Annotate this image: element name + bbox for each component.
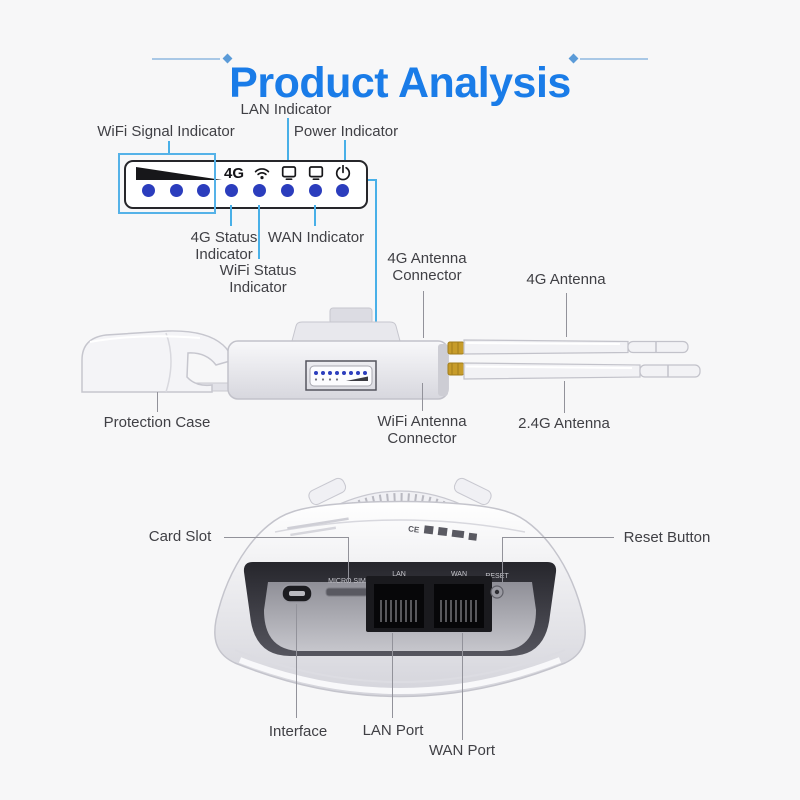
device-top-bracket: [291, 307, 401, 342]
sim-card-slot: [325, 587, 369, 597]
device-body-endcap: [438, 344, 448, 396]
label-wan-indicator: WAN Indicator: [267, 229, 365, 246]
label-line: WiFi Antenna: [377, 413, 467, 430]
engraving-wan: WAN: [451, 571, 467, 578]
usb-interface-port: [281, 584, 313, 603]
wan-port-jack: [434, 584, 484, 628]
callout-line-wifi-status: [258, 205, 260, 259]
panel-4g-text: 4G: [224, 165, 245, 182]
label-lan-port: LAN Port: [362, 722, 424, 739]
label-line: WiFi Status: [219, 262, 297, 279]
callout-line-24g-antenna: [564, 381, 565, 413]
printed-label-lines: [287, 517, 349, 537]
label-interface: Interface: [268, 723, 328, 740]
engraving-lan: LAN: [392, 571, 406, 578]
panel-connector-line-v: [375, 179, 377, 388]
label-wifi-status-indicator: WiFi Status Indicator: [220, 262, 297, 296]
label-4g-status-indicator: 4G Status Indicator: [191, 229, 258, 263]
port-recess: MICRO SIM LAN WAN RESET: [243, 562, 557, 656]
label-line: Connector: [392, 267, 462, 284]
led-dot: [309, 184, 322, 197]
led-dot: [281, 184, 294, 197]
engraving-reset: RESET: [485, 573, 509, 580]
label-protection-case: Protection Case: [103, 414, 211, 431]
label-line: Indicator: [229, 279, 287, 296]
certification-marks: CE: [408, 524, 478, 541]
callout-line-reset-h: [502, 537, 614, 538]
antenna-connector-wifi: [447, 362, 465, 376]
label-4g-antenna: 4G Antenna: [526, 271, 606, 288]
title-ornament-line-left: [152, 58, 220, 60]
mini-led-panel: [305, 360, 377, 391]
label-lan-indicator: LAN Indicator: [240, 101, 332, 118]
wifi-icon: [254, 168, 270, 180]
label-line: 4G Status: [190, 229, 258, 246]
label-wifi-signal-indicator: WiFi Signal Indicator: [97, 123, 235, 140]
callout-line-reset-v: [502, 537, 503, 582]
callout-line-4g-status: [230, 205, 232, 226]
label-line: 4G Antenna: [387, 250, 467, 267]
led-dot: [197, 184, 210, 197]
callout-line-wan-port: [462, 633, 463, 740]
label-reset-button: Reset Button: [623, 529, 711, 546]
antenna-4g: [463, 339, 689, 355]
callout-line-lan-port: [392, 633, 393, 718]
antenna-connector-4g: [447, 341, 465, 355]
lan-monitor-icon: [281, 166, 297, 181]
callout-line-protection-case: [157, 392, 158, 412]
router-side-view: [81, 307, 701, 400]
callout-line-wan: [314, 205, 316, 226]
led-dot: [336, 184, 349, 197]
mini-led-panel-outline: [305, 360, 377, 391]
reset-hole: [490, 585, 504, 599]
title-ornament-line-right: [580, 58, 648, 60]
router-bottom-view: CE MICRO SIM LAN WAN RESET: [214, 477, 586, 698]
wan-monitor-icon: [308, 166, 324, 181]
page-title: Product Analysis: [229, 58, 571, 107]
panel-connector-line-h: [368, 179, 377, 181]
callout-line-4g-antenna: [566, 293, 567, 337]
led-indicator-panel: 4G: [124, 160, 368, 209]
label-power-indicator: Power Indicator: [293, 123, 399, 140]
led-dot: [253, 184, 266, 197]
engraving-micro-sim: MICRO SIM: [328, 578, 366, 585]
callout-line-power: [344, 140, 346, 160]
led-dot: [170, 184, 183, 197]
label-card-slot: Card Slot: [148, 528, 212, 545]
signal-wedge-icon: [136, 167, 222, 180]
label-24g-antenna: 2.4G Antenna: [518, 415, 610, 432]
callout-line-wifi-connector: [422, 383, 423, 411]
label-wifi-antenna-connector: WiFi Antenna Connector: [377, 413, 466, 447]
label-line: Connector: [387, 430, 457, 447]
wifi-signal-highlight-box: [118, 153, 216, 214]
lan-port-jack: [374, 584, 424, 628]
callout-line-card-slot-v: [348, 537, 349, 585]
led-dot: [142, 184, 155, 197]
callout-line-4g-connector: [423, 291, 424, 338]
label-4g-antenna-connector: 4G Antenna Connector: [387, 250, 466, 284]
callout-line-lan: [287, 118, 289, 160]
callout-line-card-slot-h: [224, 537, 349, 538]
antenna-2-4g: [463, 362, 701, 380]
callout-line-wifi-signal: [168, 141, 170, 154]
label-line: Indicator: [195, 246, 253, 263]
cert-ce-text: CE: [408, 524, 421, 534]
label-wan-port: WAN Port: [428, 742, 496, 759]
led-dot: [225, 184, 238, 197]
power-icon: [335, 165, 351, 181]
callout-line-interface: [296, 604, 297, 718]
